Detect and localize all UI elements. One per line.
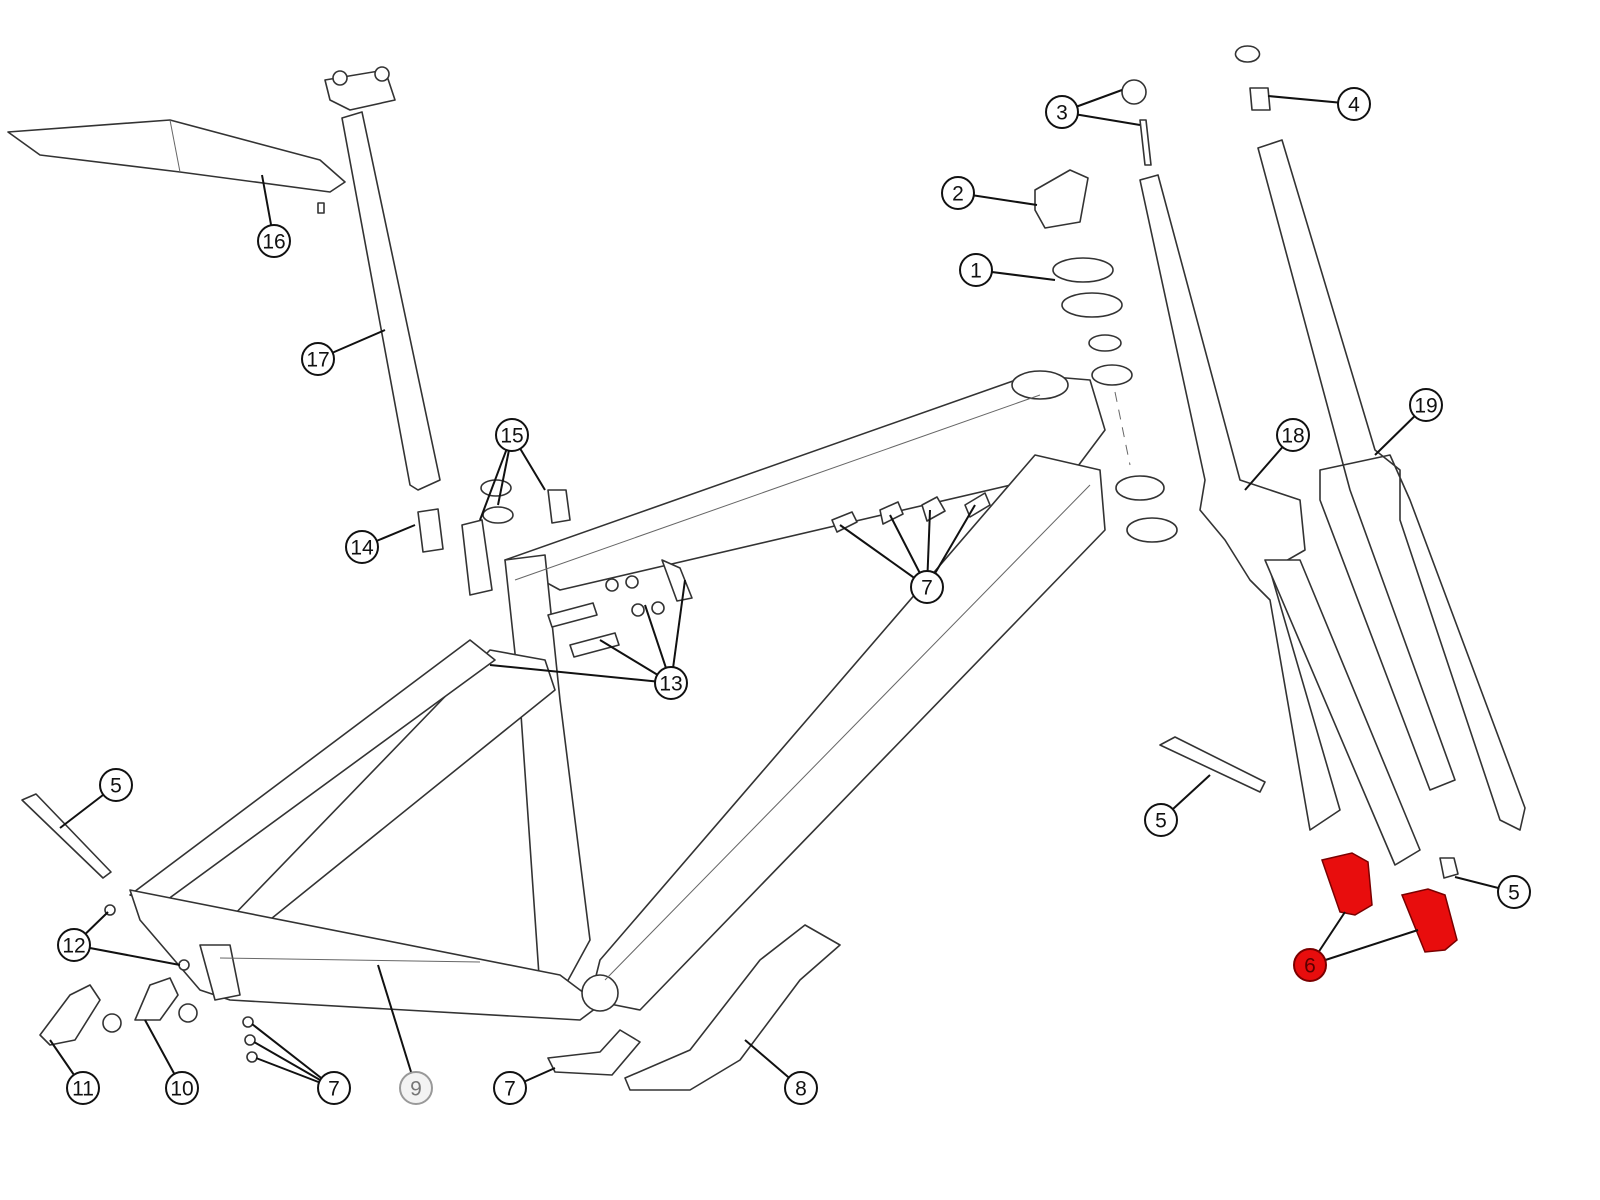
leader-line-9 <box>377 964 417 1089</box>
callout-circle <box>959 253 993 287</box>
dropout-adapter-1[interactable] <box>1321 852 1373 916</box>
callout-number: 11 <box>72 1078 94 1101</box>
callout-circle <box>317 1071 351 1105</box>
callout-number: 5 <box>110 775 122 798</box>
seatpost[interactable] <box>341 111 441 491</box>
frame[interactable] <box>129 370 1106 1021</box>
callout-circle <box>495 418 529 452</box>
callout-number: 3 <box>1056 102 1068 125</box>
leader-line-13 <box>489 664 672 684</box>
callout-5-axle-nut[interactable]: 5 <box>1497 875 1531 909</box>
callout-number: 10 <box>170 1078 193 1101</box>
callout-2-headset-spacer-cover[interactable]: 2 <box>941 176 975 210</box>
callout-circle <box>1337 87 1371 121</box>
callout-circle <box>1144 803 1178 837</box>
callout-15-cable-port-covers[interactable]: 15 <box>495 418 529 452</box>
callout-3-top-cap-bolt[interactable]: 3 <box>1045 95 1079 129</box>
callout-5-rear-thru-axle[interactable]: 5 <box>99 768 133 802</box>
callouts: 16 17 15 14 13 7 3 4 2 1 18 19 5 5 5 6 12 11 10 7 9 7 8 <box>57 87 1531 1105</box>
callout-circle <box>165 1071 199 1105</box>
dropout-adapter-2[interactable] <box>1400 888 1458 953</box>
callout-8-chainstay-guard[interactable]: 8 <box>784 1071 818 1105</box>
callout-number: 14 <box>350 537 374 560</box>
callout-number: 1 <box>970 260 982 283</box>
callout-7-cable-guides-front[interactable]: 7 <box>910 570 944 604</box>
leader-line-12 <box>73 944 181 966</box>
callout-number: 2 <box>952 183 964 206</box>
callout-number: 16 <box>262 231 285 254</box>
callout-number: 8 <box>795 1078 807 1101</box>
callout-circle <box>257 224 291 258</box>
callout-circle <box>66 1071 100 1105</box>
callout-circle <box>57 928 91 962</box>
callout-9-chainstay-protector[interactable]: 9 <box>399 1071 433 1105</box>
leader-line-7 <box>839 524 928 588</box>
parts-drawing <box>7 45 1526 1091</box>
callout-number: 13 <box>659 673 682 696</box>
callout-number: 4 <box>1348 94 1360 117</box>
callout-11-derailleur-hanger-a[interactable]: 11 <box>66 1071 100 1105</box>
callout-circle <box>910 570 944 604</box>
callout-circle <box>345 530 379 564</box>
callout-number: 9 <box>410 1078 422 1101</box>
chainstay-guard[interactable] <box>624 924 841 1091</box>
callout-number: 7 <box>921 577 933 600</box>
callout-4-expander-plug[interactable]: 4 <box>1337 87 1371 121</box>
callout-5-front-thru-axle[interactable]: 5 <box>1144 803 1178 837</box>
callout-circle <box>1045 95 1079 129</box>
seatpost-wedge[interactable] <box>417 508 444 553</box>
callout-circle <box>1409 388 1443 422</box>
callout-13-bottle-cage-bolts-inserts[interactable]: 13 <box>654 666 688 700</box>
leader-line-13 <box>670 579 686 684</box>
callout-circle <box>1293 948 1327 982</box>
callout-number: 17 <box>306 349 329 372</box>
callout-circle <box>301 342 335 376</box>
callout-12-derailleur-hanger-bolts[interactable]: 12 <box>57 928 91 962</box>
leader-line-6 <box>1309 929 1419 966</box>
callout-number: 19 <box>1414 395 1437 418</box>
callout-18-fork-a[interactable]: 18 <box>1276 418 1310 452</box>
callout-number: 12 <box>62 935 85 958</box>
callout-14-seatpost-clamp-wedge[interactable]: 14 <box>345 530 379 564</box>
callout-circle <box>399 1071 433 1105</box>
callout-number: 15 <box>500 425 523 448</box>
callout-circle <box>784 1071 818 1105</box>
headset-cover[interactable] <box>1034 169 1089 229</box>
callout-19-fork-b[interactable]: 19 <box>1409 388 1443 422</box>
callout-7-small-cable-guides[interactable]: 7 <box>317 1071 351 1105</box>
callout-17-seatpost[interactable]: 17 <box>301 342 335 376</box>
callout-number: 7 <box>504 1078 516 1101</box>
callout-7-bb-cable-guide[interactable]: 7 <box>493 1071 527 1105</box>
callout-circle <box>654 666 688 700</box>
callout-6-dropout-adapters[interactable]: 6 <box>1293 948 1327 982</box>
callout-circle <box>99 768 133 802</box>
callout-10-derailleur-hanger-b[interactable]: 10 <box>165 1071 199 1105</box>
fork-19[interactable] <box>1257 139 1526 831</box>
callout-circle <box>1497 875 1531 909</box>
callout-circle <box>1276 418 1310 452</box>
callout-16-rear-fender[interactable]: 16 <box>257 224 291 258</box>
callout-number: 18 <box>1281 425 1304 448</box>
callout-number: 5 <box>1508 882 1520 905</box>
callout-number: 7 <box>328 1078 340 1101</box>
callout-circle <box>493 1071 527 1105</box>
leader-line-7 <box>251 1023 335 1089</box>
callout-circle <box>941 176 975 210</box>
callout-number: 6 <box>1304 955 1316 978</box>
callout-1-headset-spacers[interactable]: 1 <box>959 253 993 287</box>
callout-number: 5 <box>1155 810 1167 833</box>
